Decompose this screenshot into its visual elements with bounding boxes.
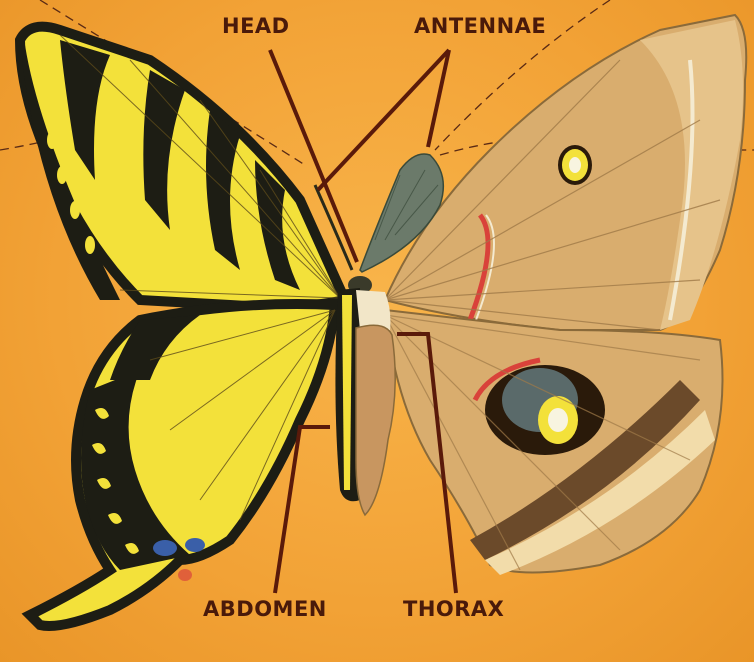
abdomen-label: ABDOMEN [203, 597, 327, 621]
thorax-label: THORAX [403, 597, 504, 621]
head-label: HEAD [222, 14, 290, 38]
antennae-label: ANTENNAE [414, 14, 546, 38]
antennae-leader-line-right [428, 50, 449, 147]
